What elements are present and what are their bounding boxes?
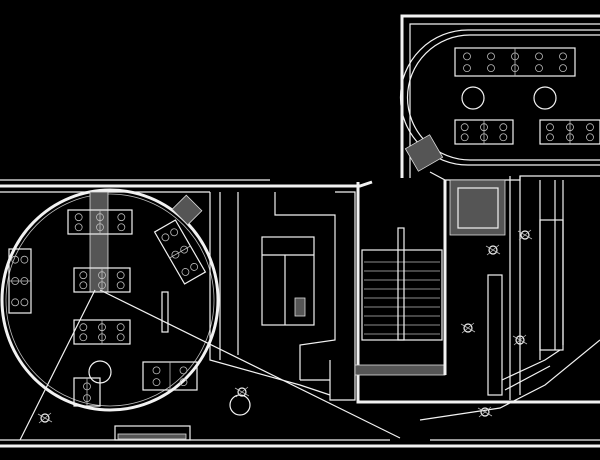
desk-group: [454, 119, 514, 145]
chair: [546, 133, 554, 142]
capsule-tables: [454, 47, 600, 145]
desk-group: [67, 209, 133, 235]
desk-group: [539, 119, 600, 145]
chair: [586, 133, 594, 142]
person-figure: [488, 245, 498, 255]
chair: [11, 298, 20, 307]
chair: [116, 281, 125, 290]
chair: [152, 378, 161, 387]
chair: [460, 133, 469, 142]
chair: [559, 52, 567, 61]
person-limbs: [37, 412, 53, 424]
round-table: [88, 360, 112, 384]
chair: [499, 133, 508, 142]
chair: [181, 268, 190, 276]
chair: [487, 64, 495, 73]
person-figure: [520, 230, 530, 240]
chair: [460, 123, 469, 132]
person-limbs: [234, 386, 250, 398]
chair: [116, 323, 125, 332]
desk-group: [73, 377, 101, 407]
chair: [117, 223, 126, 232]
desk-group: [8, 248, 32, 314]
chair: [559, 64, 567, 73]
person-limbs: [485, 244, 501, 256]
central-rooms: [209, 191, 356, 401]
desk-group: [73, 267, 131, 293]
chair: [179, 366, 188, 375]
person-limbs: [460, 322, 476, 334]
round-table: [533, 86, 557, 110]
person-figure: [237, 387, 247, 397]
desk-group: [73, 319, 131, 345]
chair: [116, 271, 125, 280]
kitchen-strip: [114, 176, 564, 441]
chair: [161, 233, 170, 242]
chair: [117, 213, 126, 222]
chair: [546, 123, 554, 132]
chair: [74, 213, 83, 222]
chair: [79, 333, 88, 342]
desk-group: [142, 361, 198, 391]
chair: [74, 223, 83, 232]
capsule-meeting-room: [399, 14, 600, 178]
chair: [79, 281, 88, 290]
chair: [152, 366, 161, 375]
person-figure: [515, 335, 525, 345]
desk-group: [153, 219, 207, 285]
chair: [116, 333, 125, 342]
person-limbs: [477, 406, 493, 418]
circle-tables: [8, 209, 251, 416]
chair: [20, 255, 29, 264]
chair: [463, 52, 471, 61]
chair: [20, 298, 29, 307]
people: [37, 229, 533, 424]
person-figure: [480, 407, 490, 417]
exterior-walls: [0, 171, 600, 448]
chair: [535, 64, 543, 73]
person-figure: [463, 323, 473, 333]
chair: [170, 228, 179, 237]
chair: [11, 255, 20, 264]
chair: [179, 378, 188, 387]
chair: [463, 64, 471, 73]
chair: [487, 52, 495, 61]
desk-group: [454, 47, 576, 77]
chair: [499, 123, 508, 132]
chair: [586, 123, 594, 132]
desk-divider: [169, 245, 191, 259]
chair: [79, 323, 88, 332]
stair-core: [354, 179, 600, 404]
chair: [535, 52, 543, 61]
chair: [79, 271, 88, 280]
chair: [190, 263, 199, 271]
person-figure: [40, 413, 50, 423]
person-limbs: [517, 229, 533, 241]
person-limbs: [512, 334, 528, 346]
round-table: [461, 86, 485, 110]
